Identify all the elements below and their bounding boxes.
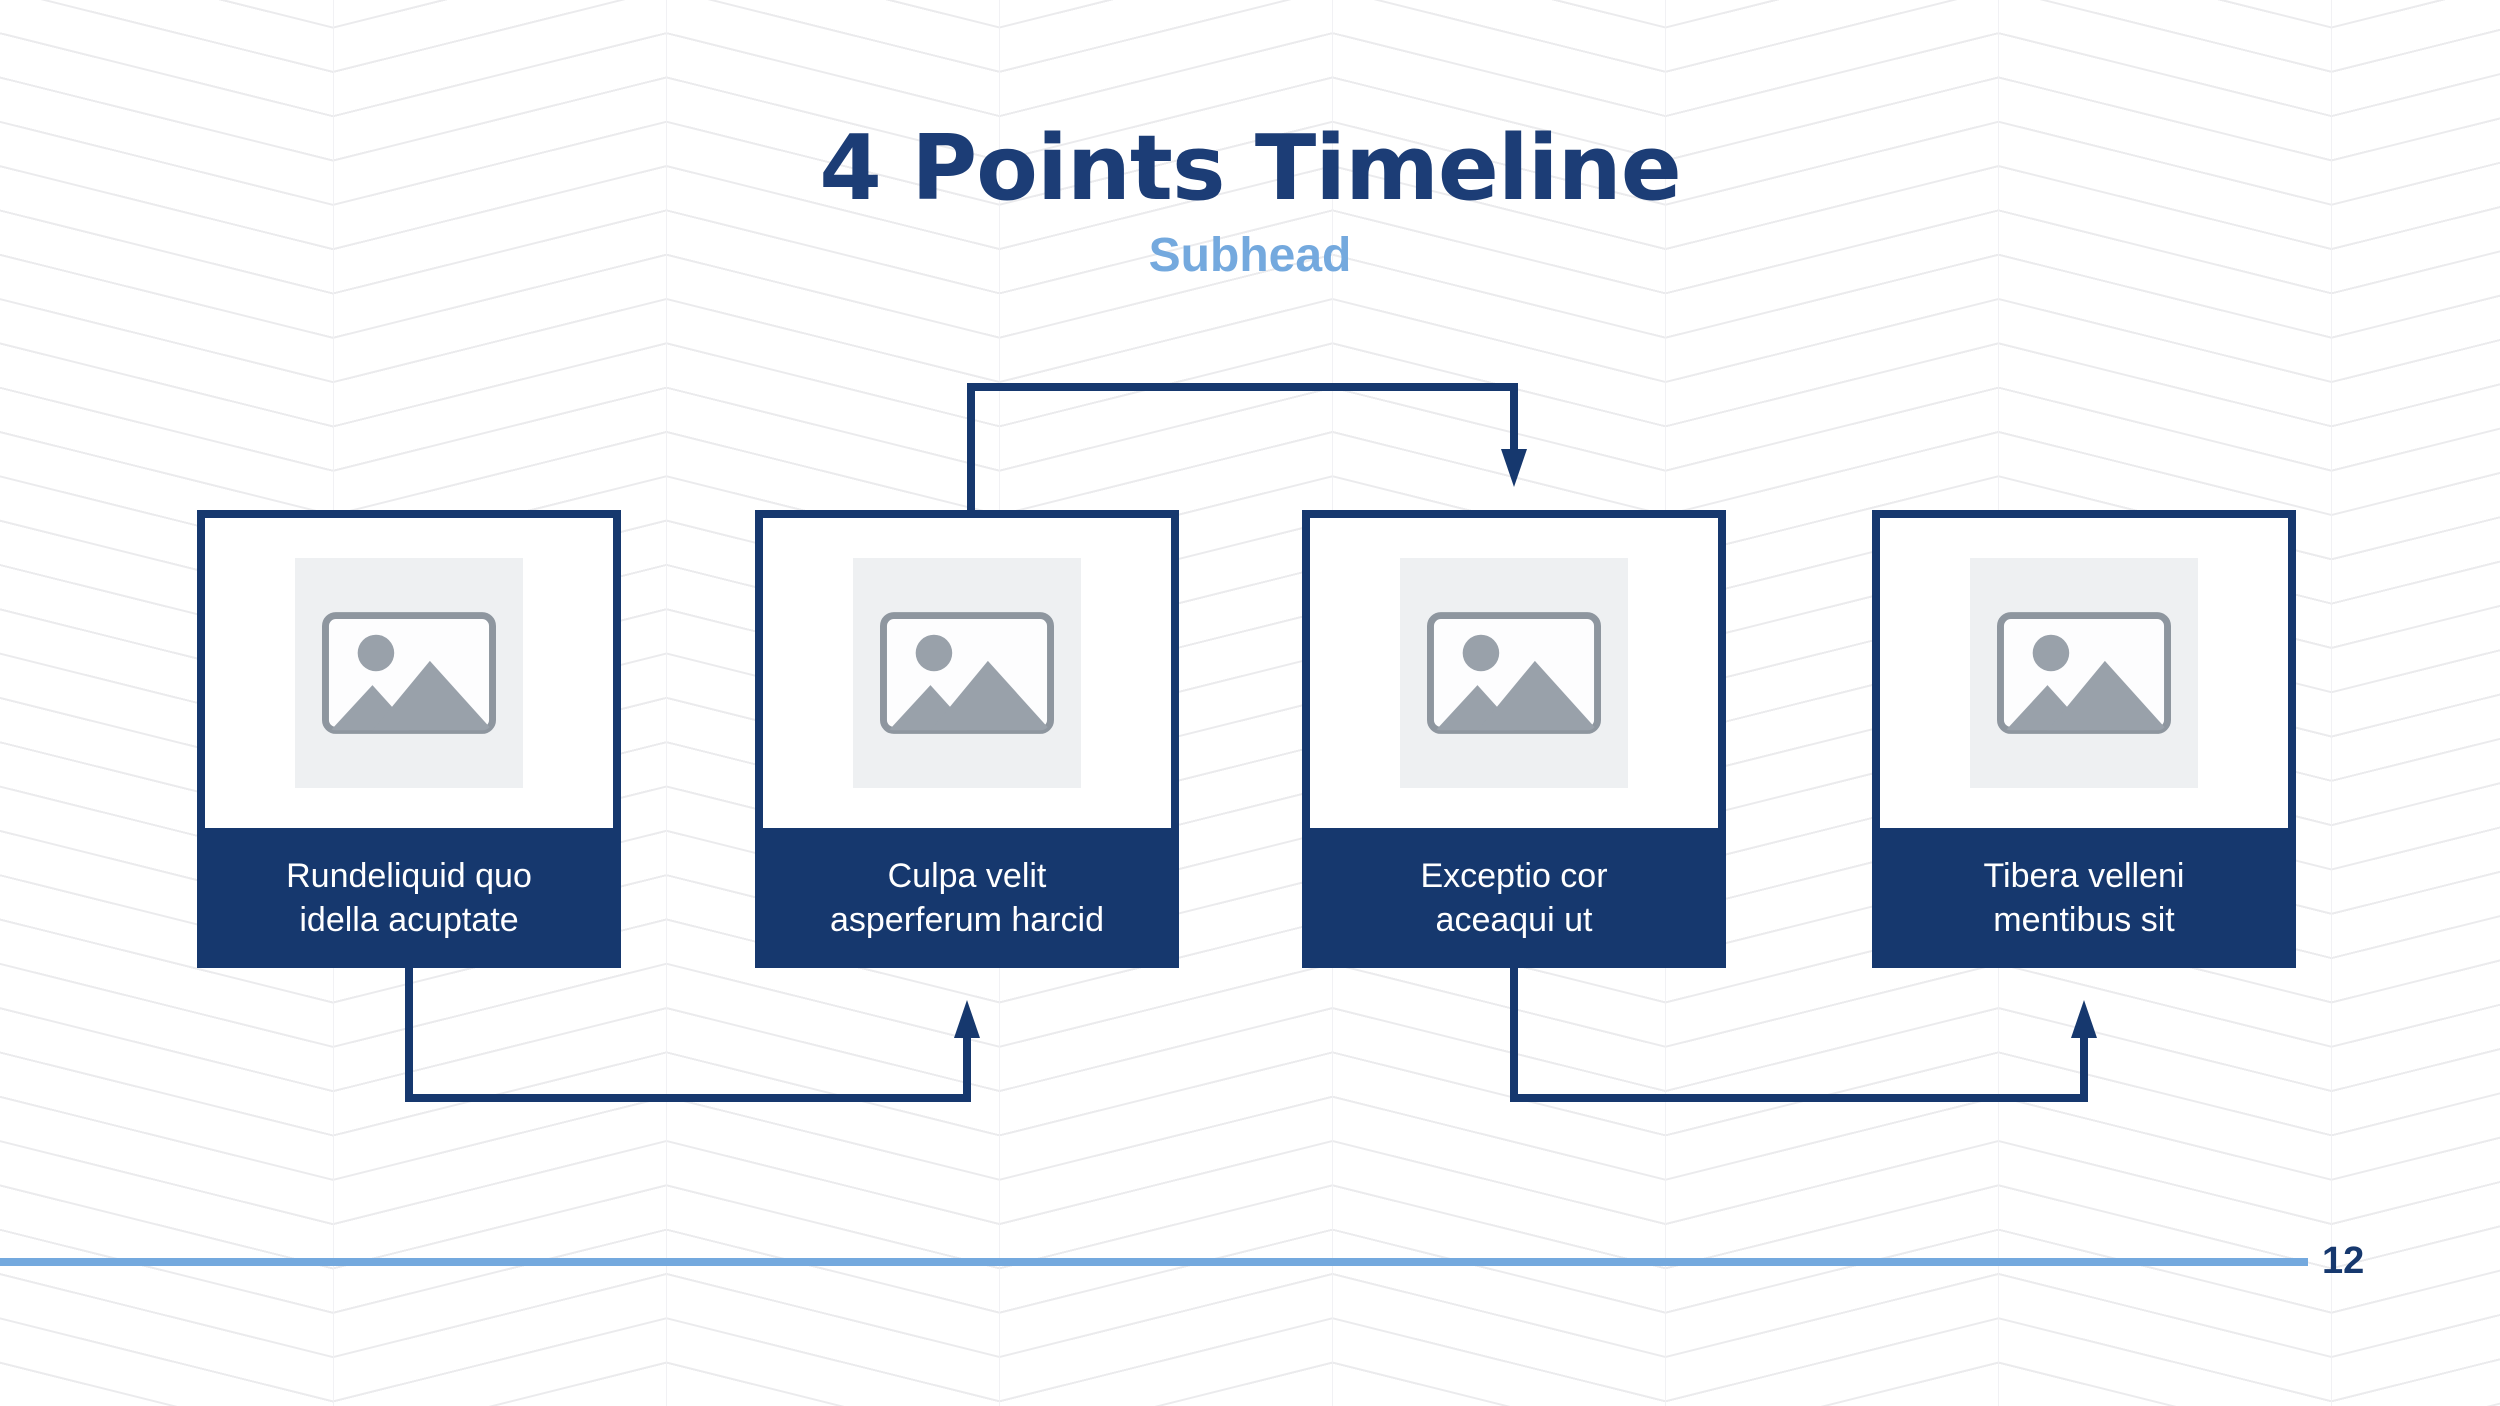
connector-right-horizontal [1510,1094,2088,1102]
timeline-card-3: Exceptio cor aceaqui ut [1302,510,1726,968]
timeline-card-4: Tibera velleni mentibus sit [1872,510,2296,968]
timeline-card-2: Culpa velit asperferum harcid [755,510,1179,968]
card-caption: Culpa velit asperferum harcid [755,828,1179,968]
pattern-column [2331,0,2500,1406]
arrow-up-icon [954,1000,980,1038]
slide-subtitle: Subhead [1148,229,1352,282]
card-caption: Tibera velleni mentibus sit [1872,828,2296,968]
image-placeholder-icon [880,612,1054,734]
caption-line: mentibus sit [1993,901,2175,939]
page-number: 12 [2322,1240,2365,1282]
connector-right-drop [1510,968,1518,1102]
card-caption: Exceptio cor aceaqui ut [1302,828,1726,968]
image-placeholder-icon [1427,612,1601,734]
caption-line: Culpa velit [887,857,1047,895]
arrow-up-icon [2071,1000,2097,1038]
image-placeholder-icon [1997,612,2171,734]
connector-left-horizontal [405,1094,971,1102]
image-placeholder [853,558,1081,788]
caption-line: Exceptio cor [1420,857,1608,895]
image-placeholder [1970,558,2198,788]
image-placeholder [1400,558,1628,788]
connector-top-rise [967,383,975,518]
connector-left-drop [405,968,413,1102]
connector-left-rise [963,1038,971,1102]
slide-title: 4 Points Timeline [819,116,1681,221]
caption-line: idella acuptate [299,901,519,939]
connector-top-horizontal [967,383,1518,391]
timeline-card-1: Rundeliquid quo idella acuptate [197,510,621,968]
card-caption: Rundeliquid quo idella acuptate [197,828,621,968]
image-placeholder-icon [322,612,496,734]
caption-line: Rundeliquid quo [286,857,532,895]
arrow-down-icon [1501,449,1527,487]
connector-top-drop [1510,383,1518,453]
caption-line: Tibera velleni [1983,857,2185,895]
caption-line: asperferum harcid [829,901,1104,939]
image-placeholder [295,558,523,788]
caption-line: aceaqui ut [1435,901,1593,939]
connector-right-rise [2080,1038,2088,1102]
footer-rule [0,1258,2308,1266]
